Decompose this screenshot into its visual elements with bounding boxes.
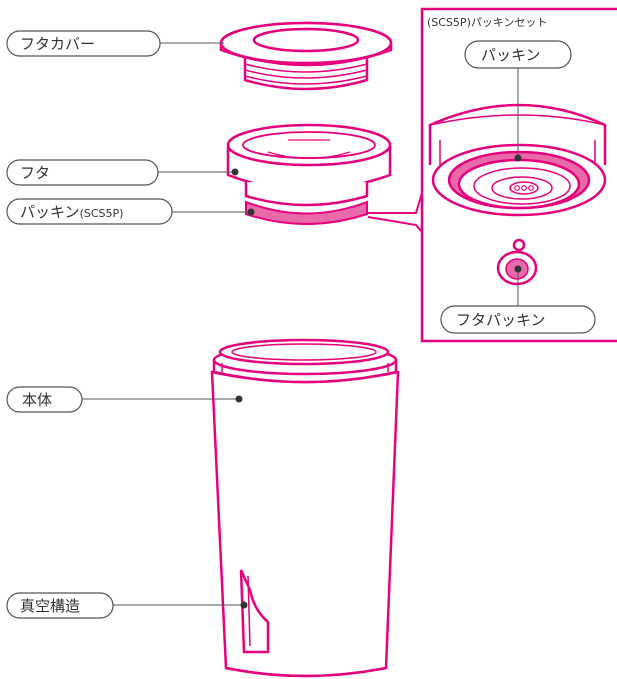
- label-lid-cover: フタカバー: [6, 30, 161, 57]
- label-vacuum-text: 真空構造: [20, 597, 80, 615]
- lid-cover-illustration: [219, 21, 393, 91]
- label-lid-text: フタ: [20, 164, 50, 182]
- label-lid: フタ: [6, 159, 159, 186]
- packing-illustration: [245, 200, 368, 225]
- label-packing: パッキン(SCS5P): [6, 198, 173, 225]
- label-packing-code: (SCS5P): [80, 207, 124, 220]
- body-illustration: [210, 338, 400, 678]
- label-vacuum: 真空構造: [6, 592, 114, 619]
- lid-illustration: [226, 123, 392, 207]
- leader-lines: [82, 42, 522, 609]
- inset-frame: [420, 7, 617, 343]
- label-body: 本体: [6, 386, 83, 413]
- label-body-text: 本体: [22, 391, 52, 409]
- label-inset-lid-packing-text: フタパッキン: [456, 311, 546, 329]
- label-inset-packing-text: パッキン: [481, 46, 541, 64]
- label-lid-cover-text: フタカバー: [20, 35, 95, 53]
- inset-title: (SCS5P)パッキンセット: [427, 16, 548, 29]
- label-inset-lid-packing: フタパッキン: [440, 305, 596, 334]
- label-packing-text: パッキン: [20, 203, 80, 221]
- vacuum-cutaway: [239, 569, 270, 654]
- label-inset-packing: パッキン: [464, 40, 572, 69]
- inset-lid-illustration: [428, 103, 607, 217]
- svg-text:パッキン(SCS5P): パッキン(SCS5P): [20, 203, 123, 221]
- packing-set-inset: [367, 7, 617, 343]
- inset-lid-packing-illustration: [496, 238, 538, 286]
